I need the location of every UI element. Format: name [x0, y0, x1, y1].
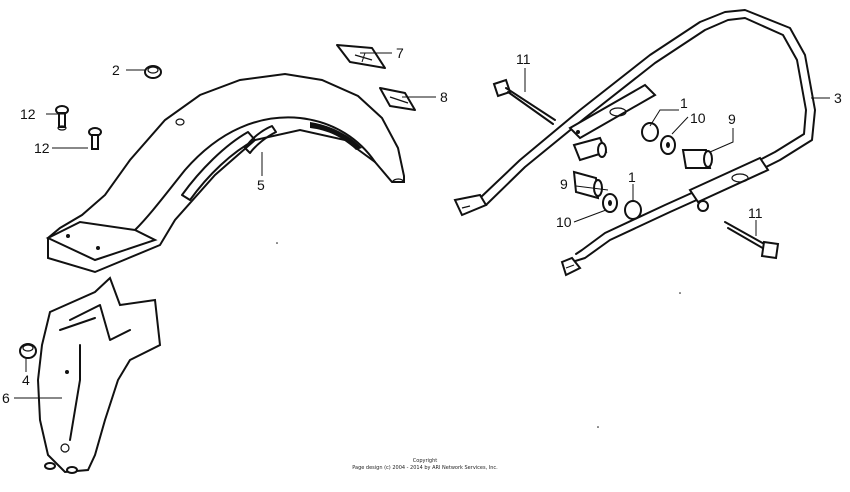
- callout-10-lower: 10: [556, 214, 572, 230]
- callout-5: 5: [257, 177, 265, 193]
- callout-12-lower: 12: [34, 140, 50, 156]
- callout-2: 2: [112, 62, 120, 78]
- decal-7: [336, 44, 386, 69]
- callout-11-lower: 11: [748, 205, 763, 221]
- grommet-4: [19, 343, 37, 359]
- callout-11-upper: 11: [516, 51, 531, 67]
- callout-6: 6: [2, 390, 10, 406]
- callout-7: 7: [396, 45, 404, 61]
- inner-fender-bracket: [36, 276, 162, 474]
- leader-lines: [14, 52, 830, 399]
- washer-10-left: [602, 193, 618, 213]
- collar-1-lower: [624, 200, 642, 220]
- callout-1-upper: 1: [680, 95, 688, 111]
- spacer-9-right: [681, 149, 713, 169]
- washer-10-right: [660, 135, 676, 155]
- bolt-12-lower: [88, 127, 102, 150]
- bolt-11-upper: [492, 78, 556, 125]
- callout-9-upper: 9: [728, 111, 736, 127]
- grommet: [144, 65, 162, 79]
- callout-3: 3: [834, 90, 842, 106]
- copyright-footer: Copyright Page design (c) 2004 - 2014 by…: [352, 458, 498, 471]
- spacer-9-left: [572, 170, 603, 200]
- rear-fender: [45, 72, 405, 274]
- callout-10-upper: 10: [690, 110, 706, 126]
- callout-9-lower: 9: [560, 176, 568, 192]
- callout-numbers: 2 12 12 7 8 5 4 6 11 3 1 10 9 9 1 10 11: [2, 45, 842, 406]
- bolt-11-lower: [724, 221, 780, 260]
- grab-rail: [453, 9, 816, 277]
- footer-line-2: Page design (c) 2004 - 2014 by ARI Netwo…: [352, 465, 498, 471]
- callout-8: 8: [440, 89, 448, 105]
- bolt-12-upper: [55, 105, 69, 131]
- collar-1-upper: [641, 122, 659, 142]
- callout-1-lower: 1: [628, 169, 636, 185]
- callout-4: 4: [22, 372, 30, 388]
- spacer-9-upper: [572, 136, 608, 162]
- decal-8: [379, 87, 416, 111]
- callout-12-upper: 12: [20, 106, 36, 122]
- footer-line-1: Copyright: [413, 458, 437, 464]
